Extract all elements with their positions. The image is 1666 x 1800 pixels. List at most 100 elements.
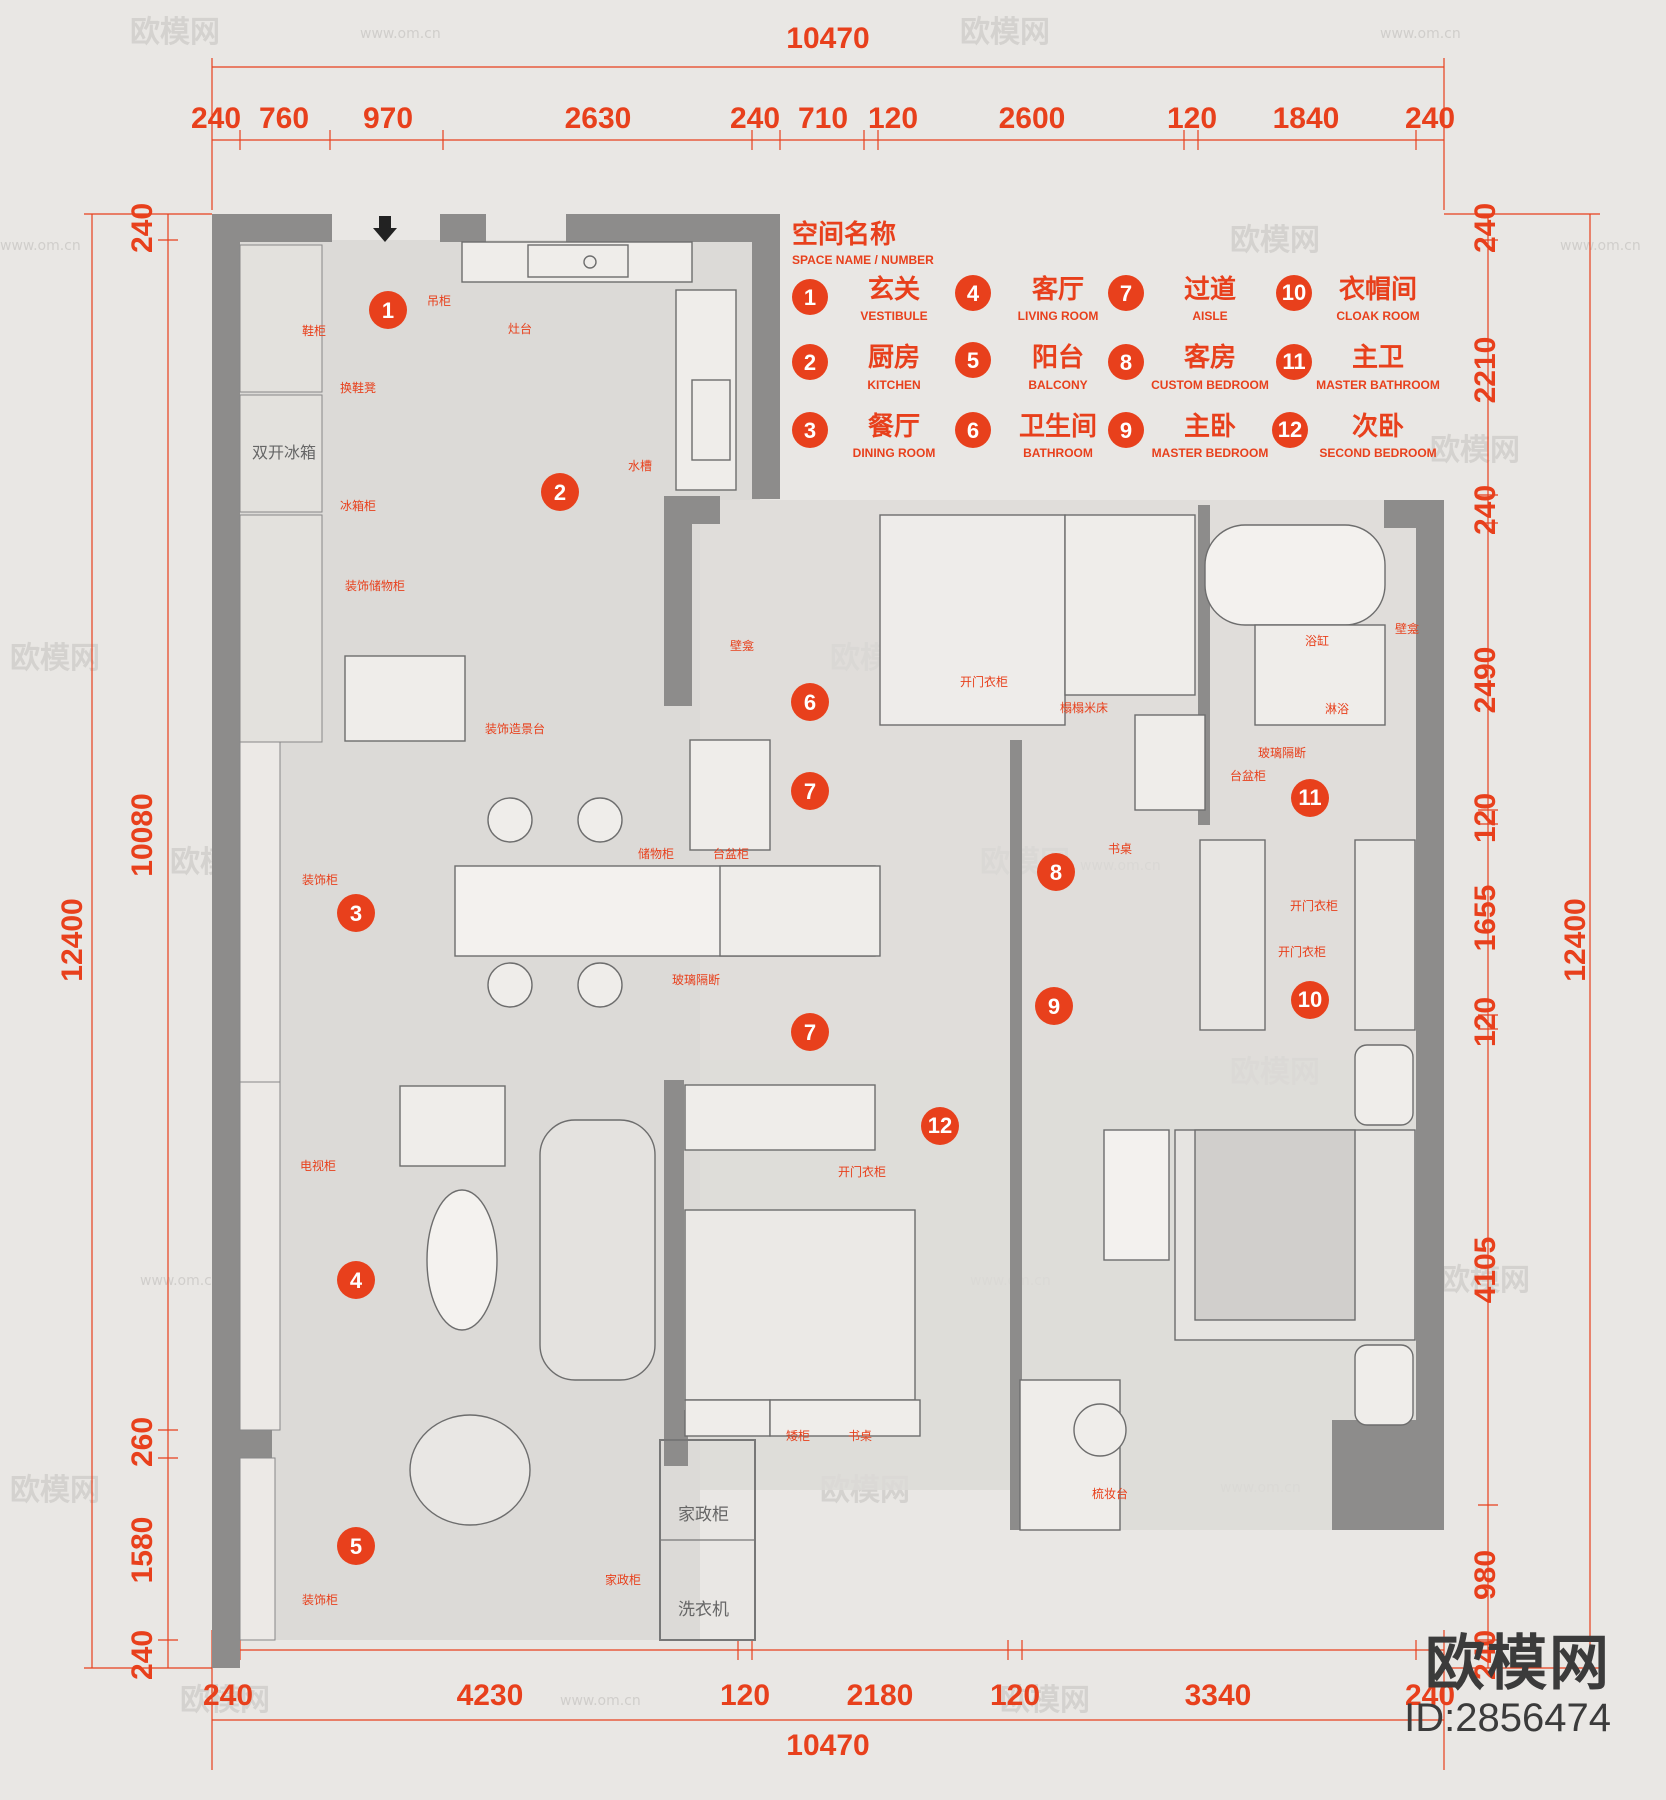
svg-text:11: 11	[1298, 785, 1321, 810]
anno-household-cabinet: 家政柜	[605, 1572, 641, 1587]
legend-item: 5 阳台 BALCONY	[955, 342, 1088, 392]
bg-watermark-url: www.om.cn	[360, 26, 441, 42]
room-marker: 12	[921, 1107, 959, 1145]
legend-item: 1 玄关 VESTIBULE	[792, 274, 928, 323]
anno-storage-cabinet: 储物柜	[638, 846, 674, 861]
svg-text:过道: 过道	[1184, 274, 1236, 305]
svg-text:12: 12	[1278, 417, 1302, 442]
svg-text:客房: 客房	[1184, 342, 1236, 373]
room-marker: 6	[791, 683, 829, 721]
svg-text:LIVING ROOM: LIVING ROOM	[1018, 309, 1099, 323]
svg-text:10: 10	[1282, 280, 1306, 305]
anno-deco-cabinet-balcony: 装饰柜	[302, 1593, 338, 1607]
svg-text:BALCONY: BALCONY	[1028, 378, 1087, 392]
anno-desk-guest: 书桌	[1108, 842, 1132, 856]
dim-right-seg: 2490	[1469, 647, 1502, 714]
room-marker: 8	[1037, 853, 1075, 891]
svg-text:SECOND BEDROOM: SECOND BEDROOM	[1319, 446, 1436, 460]
dim-top-seg: 2630	[565, 102, 632, 135]
anno-dresser: 梳妆台	[1092, 1486, 1128, 1501]
svg-text:1: 1	[382, 298, 394, 323]
svg-text:6: 6	[804, 690, 816, 715]
anno-basin-cabinet: 台盆柜	[713, 846, 749, 861]
legend-subtitle: SPACE NAME / NUMBER	[792, 253, 934, 267]
anno-glass-partition-dining: 玻璃隔断	[672, 972, 720, 987]
furniture	[344, 241, 1416, 1531]
svg-text:2: 2	[554, 480, 566, 505]
anno-wall-cabinet: 吊柜	[427, 294, 451, 308]
legend-item: 2 厨房 KITCHEN	[792, 343, 921, 392]
svg-text:AISLE: AISLE	[1192, 309, 1227, 323]
svg-text:8: 8	[1050, 860, 1062, 885]
room-marker: 5	[337, 1527, 375, 1565]
dim-top-seg: 240	[730, 102, 780, 135]
anno-glass-partition-master: 玻璃隔断	[1258, 745, 1306, 760]
watermark: 欧模网 ID:2856474	[1404, 1633, 1611, 1741]
svg-text:3: 3	[350, 901, 362, 926]
bg-watermark-url: www.om.cn	[560, 1693, 641, 1709]
svg-text:12: 12	[928, 1113, 952, 1138]
dim-top-seg: 760	[259, 102, 309, 135]
bottom-dimensions: 240 4230 120 2180 120 3340 240 10470	[203, 1630, 1455, 1770]
anno-low-cabinet: 矮柜	[786, 1429, 810, 1443]
legend-item: 6 卫生间 BATHROOM	[955, 412, 1097, 460]
top-dimensions: 10470 240 760 970 2630 240 710 120 2600 …	[191, 22, 1455, 210]
dim-top-seg: 710	[798, 102, 848, 135]
svg-text:2: 2	[804, 350, 816, 375]
bg-watermark: 欧模网	[1440, 1263, 1530, 1298]
dim-bottom-seg: 120	[990, 1679, 1040, 1712]
dim-right-seg: 120	[1469, 793, 1502, 843]
bg-watermark: 欧模网	[180, 1683, 270, 1718]
svg-text:6: 6	[967, 418, 979, 443]
dim-right-seg: 240	[1469, 203, 1502, 253]
svg-text:9: 9	[1048, 994, 1060, 1019]
svg-text:客厅: 客厅	[1032, 274, 1084, 305]
anno-stove: 灶台	[508, 321, 532, 336]
bg-watermark: 欧模网	[1000, 1683, 1090, 1718]
legend-item: 9 主卧 MASTER BEDROOM	[1108, 412, 1268, 460]
room-marker: 7	[791, 772, 829, 810]
dim-bottom-seg: 240	[1405, 1679, 1455, 1712]
anno-tv-cabinet: 电视柜	[300, 1158, 336, 1173]
svg-text:餐厅: 餐厅	[868, 412, 920, 442]
legend-item: 10 衣帽间 CLOAK ROOM	[1276, 274, 1420, 323]
room-marker: 1	[369, 291, 407, 329]
anno-deco-table: 装饰造景台	[485, 721, 545, 736]
anno-shoe-cabinet: 鞋柜	[302, 323, 326, 338]
bg-watermark-url: www.om.cn	[0, 238, 81, 254]
room-markers: 1 2 3 4 5 6 7 7 8 9 10 11 12	[337, 291, 1329, 1565]
dim-left-seg: 260	[126, 1417, 159, 1467]
svg-text:KITCHEN: KITCHEN	[867, 378, 920, 392]
dim-right-seg: 2210	[1469, 337, 1502, 404]
svg-text:4: 4	[967, 281, 980, 306]
room-marker: 3	[337, 894, 375, 932]
anno-niche-master: 壁龛	[1395, 621, 1419, 636]
svg-text:玄关: 玄关	[868, 274, 920, 305]
dim-left-seg: 10080	[126, 793, 159, 876]
legend-title: 空间名称	[792, 219, 896, 250]
anno-double-fridge: 双开冰箱	[252, 443, 316, 462]
dim-bottom-seg: 120	[720, 1679, 770, 1712]
svg-text:11: 11	[1282, 349, 1305, 374]
svg-text:主卫: 主卫	[1352, 343, 1404, 373]
anno-deco-storage: 装饰储物柜	[345, 578, 405, 593]
dim-left-total: 12400	[56, 898, 89, 981]
anno-fridge-cabinet: 冰箱柜	[340, 498, 376, 513]
room-marker: 11	[1291, 779, 1329, 817]
svg-text:BATHROOM: BATHROOM	[1023, 446, 1093, 460]
anno-shoe-bench: 换鞋凳	[340, 380, 376, 395]
dim-top-seg: 240	[1405, 102, 1455, 135]
svg-text:7: 7	[1120, 281, 1132, 306]
room-marker: 10	[1291, 981, 1329, 1019]
svg-text:3: 3	[804, 418, 816, 443]
svg-text:7: 7	[804, 779, 816, 804]
svg-text:MASTER BATHROOM: MASTER BATHROOM	[1316, 378, 1440, 392]
svg-text:卫生间: 卫生间	[1019, 412, 1097, 442]
anno-wardrobe-cloak1: 开门衣柜	[1290, 898, 1338, 913]
bg-watermark: 欧模网	[10, 641, 100, 676]
legend-item: 12 次卧 SECOND BEDROOM	[1272, 412, 1437, 460]
dim-bottom-seg: 2180	[847, 1679, 914, 1712]
legend-item: 4 客厅 LIVING ROOM	[955, 274, 1098, 323]
anno-deco-cabinet-dining: 装饰柜	[302, 873, 338, 887]
dim-bottom-seg: 3340	[1185, 1679, 1252, 1712]
